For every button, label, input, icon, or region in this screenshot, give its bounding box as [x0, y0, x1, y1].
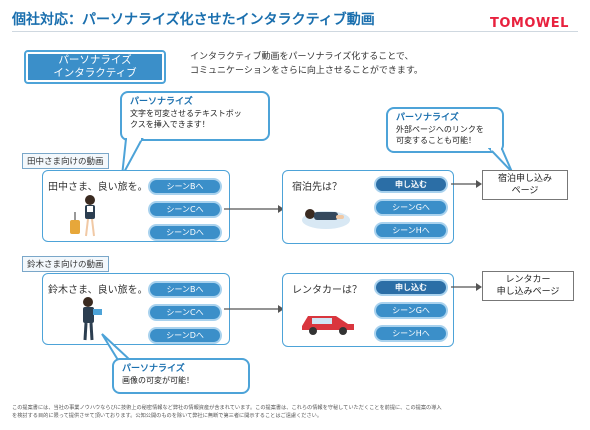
callout-image-personalize: パーソナライズ 画像の可変が可能！	[112, 358, 250, 394]
callout-pointer	[121, 138, 144, 177]
callout-title: パーソナライズ	[130, 97, 193, 107]
target-line-2: ページ	[511, 186, 539, 196]
section-label-suzuki: 鈴木さま向けの動画	[22, 256, 109, 272]
callout-title: パーソナライズ	[122, 364, 185, 374]
greeting-text: 田中さま、良い旅を。	[48, 182, 148, 193]
sleeping-person-image	[302, 209, 350, 229]
callout-title: パーソナライズ	[396, 113, 459, 123]
footer-line-2: を検討する目的に限って提供させて頂いております。公知公開のものを除いて弊社に無断…	[12, 413, 323, 419]
scene-d-button[interactable]: シーンDへ	[148, 224, 222, 241]
tag-line-2: インタラクティブ	[53, 67, 137, 79]
footer-line-1: この提案書には、当社の事業ノウハウならびに技術上の秘密情報など弊社の情報資産が含…	[12, 405, 442, 411]
link-arrow	[451, 283, 482, 291]
red-car-image	[302, 316, 354, 335]
target-line-1: レンタカー	[505, 275, 551, 285]
callout-text-personalize: パーソナライズ 文字を可変させるテキストボッ クスを挿入できます！	[120, 91, 270, 141]
business-man-image	[83, 297, 102, 341]
desc-line-1: インタラクティブ動画をパーソナライズ化することで、	[190, 52, 414, 62]
confidentiality-notice: この提案書には、当社の事業ノウハウならびに技術上の秘密情報など弊社の情報資産が含…	[12, 404, 580, 420]
callout-line: 画像の可変が可能！	[122, 376, 194, 385]
title-divider	[12, 31, 578, 32]
target-line-1: 宿泊申し込み	[497, 174, 552, 184]
question-text: 宿泊先は？	[292, 182, 342, 193]
section-label-tanaka: 田中さま向けの動画	[22, 153, 109, 169]
scene-b-button[interactable]: シーンBへ	[148, 281, 222, 298]
scene-c-button[interactable]: シーンCへ	[148, 304, 222, 321]
callout-line: 可変することも可能！	[396, 136, 476, 145]
scene-b-button[interactable]: シーンBへ	[148, 178, 222, 195]
scene-g-button[interactable]: シーンGへ	[374, 199, 448, 216]
apply-button[interactable]: 申し込む	[374, 176, 448, 193]
personalize-interactive-tag: パーソナライズ インタラクティブ	[24, 50, 166, 84]
callout-pointer	[488, 148, 513, 173]
scene-h-button[interactable]: シーンHへ	[374, 222, 448, 239]
target-line-2: 申し込みページ	[496, 287, 560, 297]
scene-c-button[interactable]: シーンCへ	[148, 201, 222, 218]
link-arrow	[451, 180, 482, 188]
callout-line: 外部ページへのリンクを	[396, 125, 484, 134]
page-title: 個社対応：パーソナライズ化させたインタラクティブ動画	[12, 12, 375, 28]
flow-arrow	[224, 305, 284, 313]
lodging-application-page-box[interactable]: 宿泊申し込み ページ	[482, 170, 568, 200]
rentacar-application-page-box[interactable]: レンタカー 申し込みページ	[482, 271, 574, 301]
callout-line: 文字を可変させるテキストボッ	[130, 109, 242, 118]
scene-d-button[interactable]: シーンDへ	[148, 327, 222, 344]
company-logo: TOMOWEL	[490, 16, 569, 31]
flow-arrow	[224, 205, 284, 213]
scene-g-button[interactable]: シーンGへ	[374, 302, 448, 319]
callout-line: クスを挿入できます！	[130, 120, 210, 129]
intro-description: インタラクティブ動画をパーソナライズ化することで、 コミュニケーションをさらに向…	[190, 50, 423, 78]
apply-button[interactable]: 申し込む	[374, 279, 448, 296]
desc-line-2: コミュニケーションをさらに向上させることができます。	[190, 66, 423, 76]
question-text: レンタカーは？	[292, 285, 362, 296]
callout-link-personalize: パーソナライズ 外部ページへのリンクを 可変することも可能！	[386, 107, 504, 153]
scene-h-button[interactable]: シーンHへ	[374, 325, 448, 342]
greeting-text: 鈴木さま、良い旅を。	[48, 285, 148, 296]
tag-line-1: パーソナライズ	[58, 54, 132, 66]
traveler-woman-image	[70, 195, 95, 237]
